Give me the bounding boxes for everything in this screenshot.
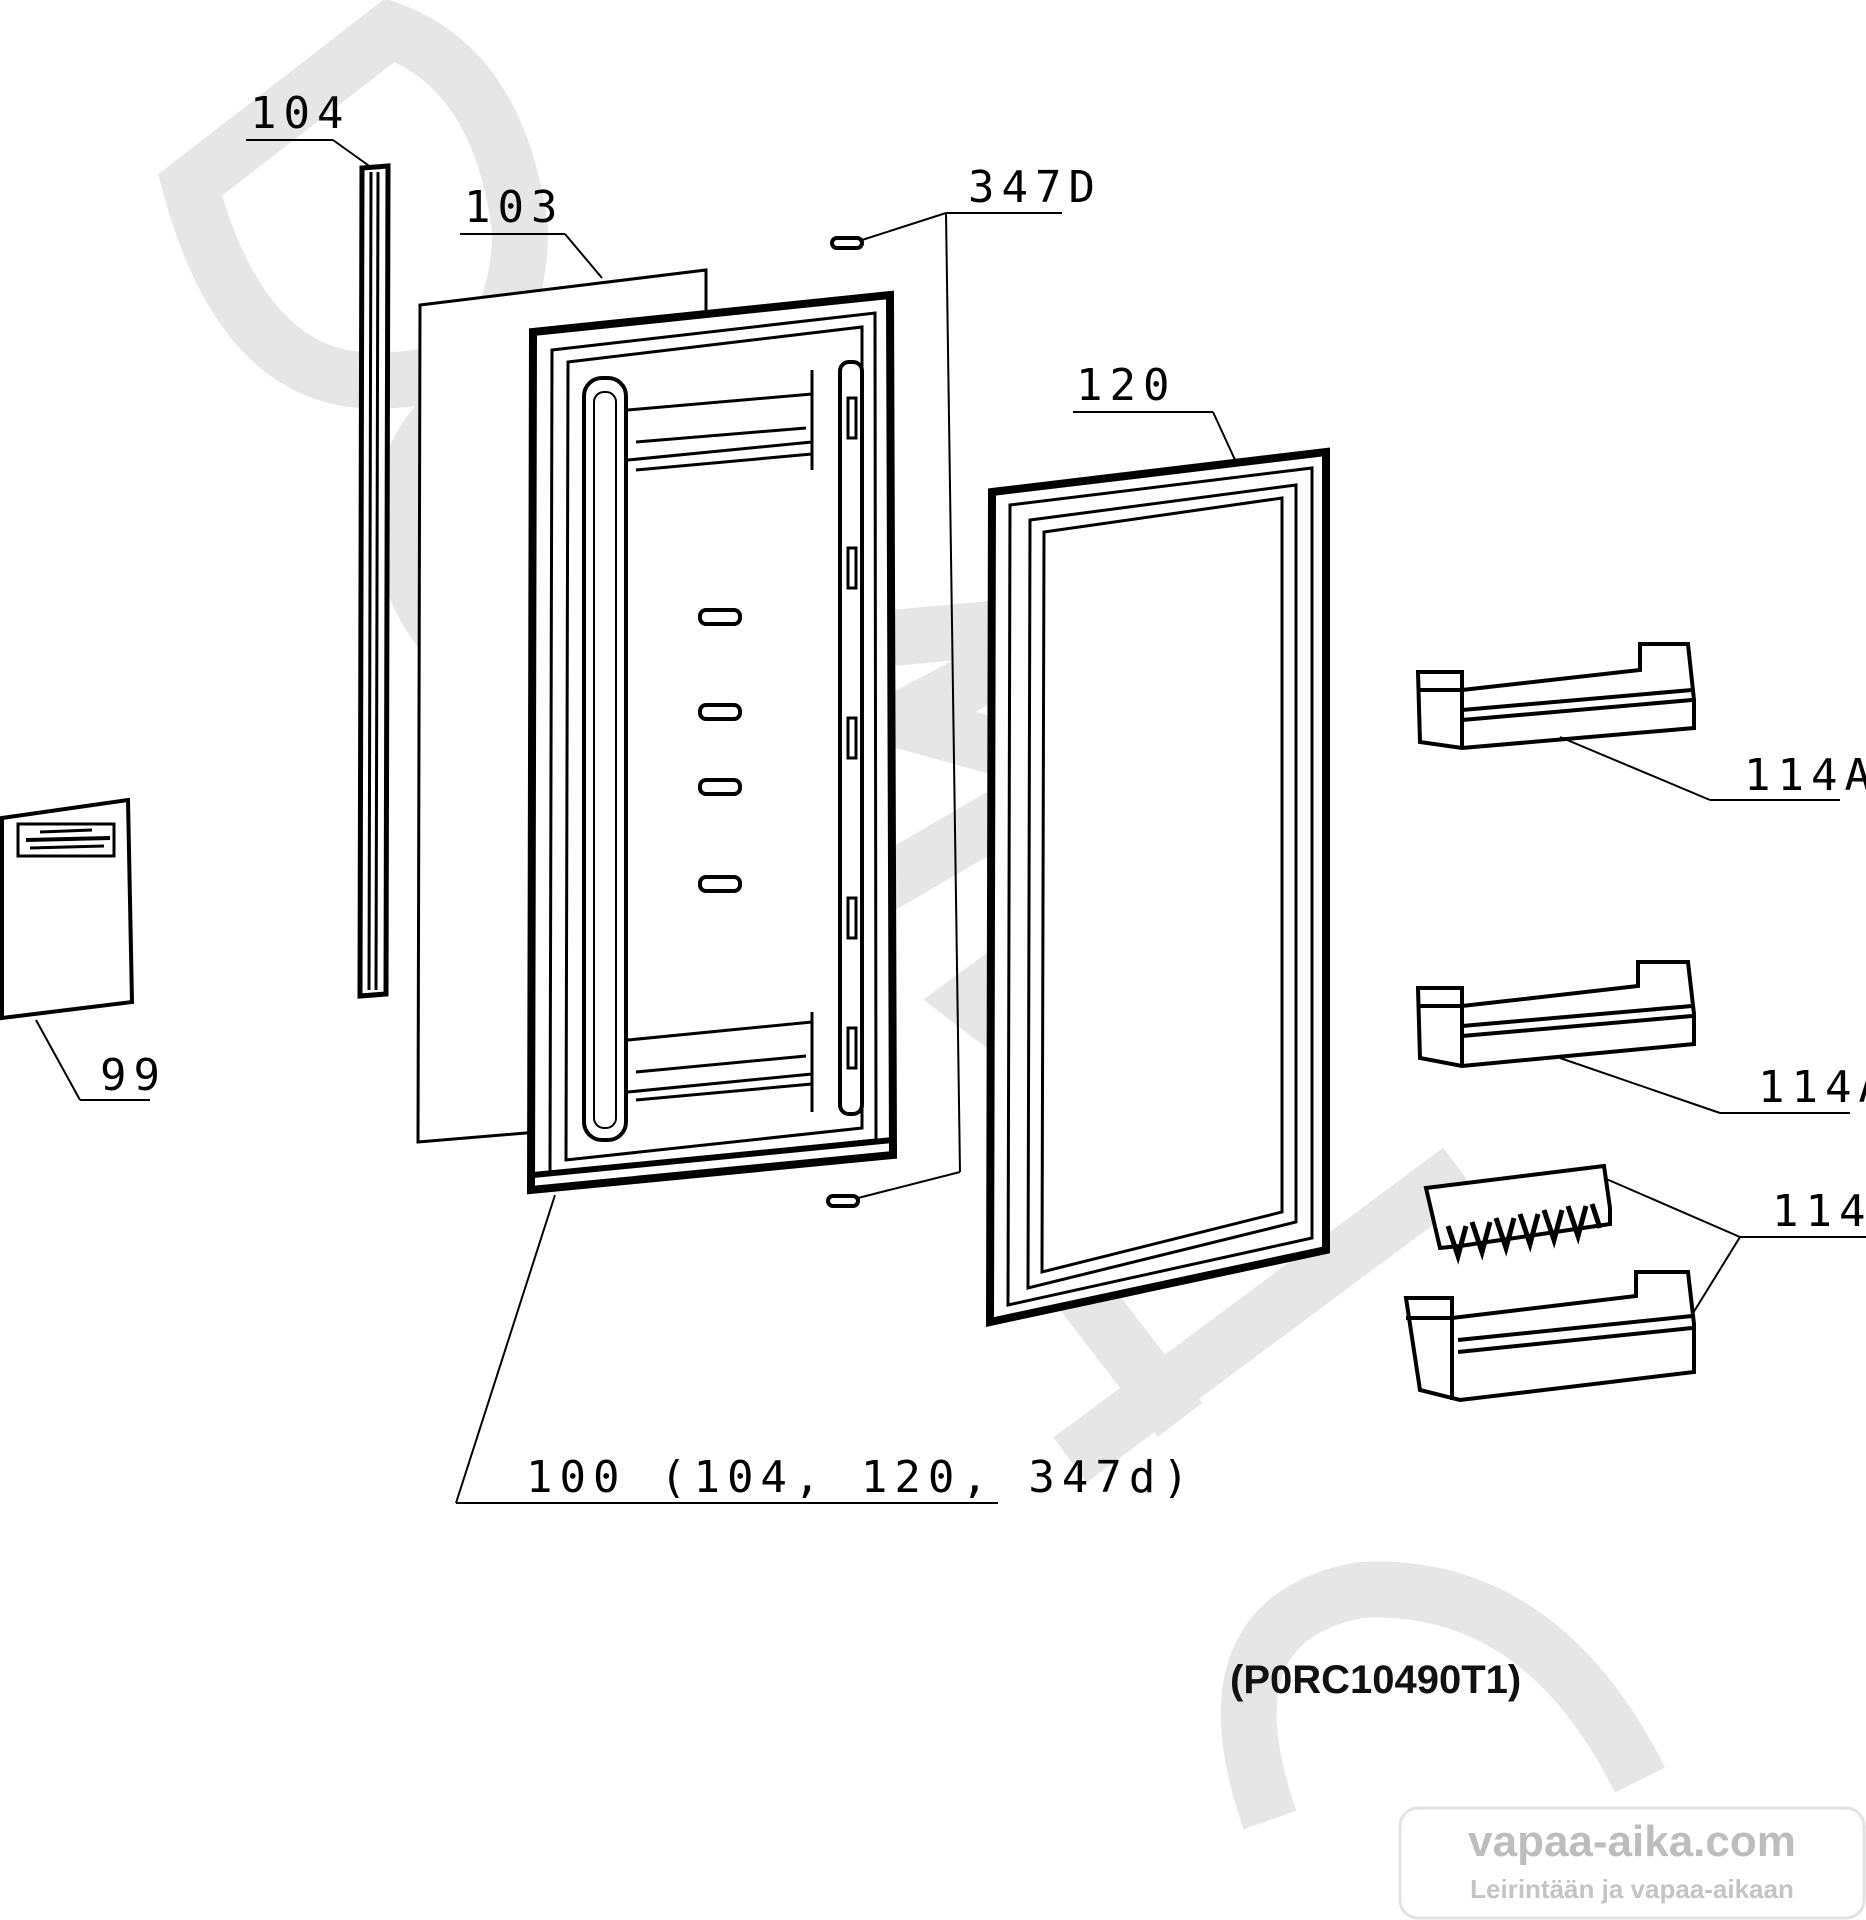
callout-114a-top: 114A <box>1744 750 1866 801</box>
callout-104: 104 <box>250 88 350 139</box>
callout-114a-middle: 114A <box>1758 1062 1866 1113</box>
leader-lines <box>35 139 1866 1504</box>
dometic-watermark <box>158 0 1666 1830</box>
watermark-letter-t <box>1053 1147 1477 1483</box>
callout-103: 103 <box>464 182 564 233</box>
vapaa-aika-logo: vapaa-aika.com Leirintään ja vapaa-aikaa… <box>1398 1806 1866 1920</box>
part-114a-door-bin-middle <box>1415 960 1696 1069</box>
callout-347d: 347D <box>968 162 1102 213</box>
part-99-label-card <box>0 797 135 1021</box>
callout-99: 99 <box>100 1050 167 1101</box>
part-114b-bottle-rack <box>1423 1163 1612 1265</box>
logo-tagline: Leirintään ja vapaa-aikaan <box>1470 1874 1794 1904</box>
callout-114b: 114B <box>1772 1186 1866 1237</box>
part-347d-hinge-pins <box>826 236 864 1208</box>
part-100-door-frame <box>526 290 898 1195</box>
part-120-door-gasket <box>985 447 1330 1327</box>
watermark-letter-m <box>705 592 1152 1005</box>
part-114a-door-bin-top <box>1415 642 1696 751</box>
part-104-seal-strip <box>357 163 391 999</box>
callout-120: 120 <box>1076 360 1176 411</box>
callout-labels: 104 103 347D 120 114A 114A 114B 99 100 (… <box>100 88 1866 1503</box>
part-114b-door-bin <box>1403 1270 1696 1403</box>
document-code: (P0RC10490T1) <box>1230 1658 1521 1702</box>
logo-site-name: vapaa-aika.com <box>1468 1817 1796 1866</box>
callout-100: 100 (104, 120, 347d) <box>526 1452 1196 1503</box>
watermark-letter-c <box>1220 1561 1666 1830</box>
